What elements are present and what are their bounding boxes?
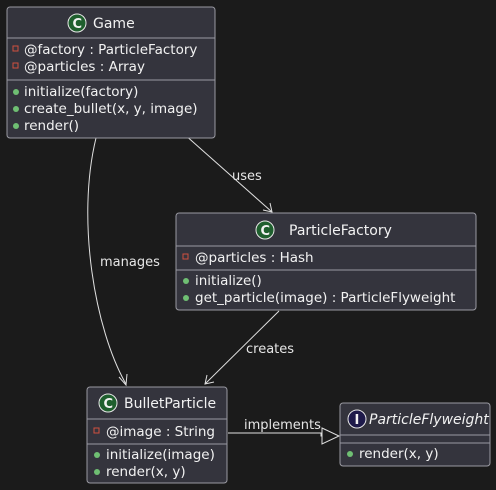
interface-particle-flyweight[interactable]: I ParticleFlyweight render(x, y) bbox=[339, 402, 491, 467]
method: render() bbox=[24, 118, 79, 134]
class-name: BulletParticle bbox=[124, 396, 216, 412]
field: @factory : ParticleFactory bbox=[24, 42, 197, 58]
public-marker-icon bbox=[183, 295, 189, 301]
public-marker-icon bbox=[347, 451, 353, 457]
public-marker-icon bbox=[94, 469, 100, 475]
class-stereotype-icon bbox=[67, 13, 87, 33]
class-name: ParticleFactory bbox=[289, 223, 392, 239]
class-particle-factory[interactable]: C ParticleFactory @particles : Hash init… bbox=[175, 212, 477, 311]
field: @particles : Array bbox=[24, 59, 145, 75]
stereotype-letter: C bbox=[104, 397, 114, 412]
public-marker-icon bbox=[183, 278, 189, 284]
class-box bbox=[175, 212, 477, 311]
stereotype-letter: C bbox=[261, 224, 271, 239]
class-stereotype-icon bbox=[98, 393, 118, 413]
public-marker-icon bbox=[13, 123, 19, 129]
relation-uses: uses bbox=[183, 133, 273, 213]
public-marker-icon bbox=[13, 106, 19, 112]
private-marker-icon bbox=[12, 45, 19, 52]
relation-label-implements: implements bbox=[244, 418, 321, 433]
class-name: Game bbox=[93, 16, 135, 32]
field: @particles : Hash bbox=[195, 250, 314, 266]
class-bullet-particle[interactable]: C BulletParticle @image : String initial… bbox=[86, 386, 228, 484]
class-stereotype-icon bbox=[255, 220, 275, 240]
relation-implements: implements bbox=[228, 418, 341, 445]
method: initialize(factory) bbox=[24, 84, 138, 100]
public-marker-icon bbox=[13, 89, 19, 95]
public-marker-icon bbox=[94, 452, 100, 458]
relation-label-creates: creates bbox=[246, 342, 294, 357]
private-marker-icon bbox=[182, 253, 189, 260]
class-game[interactable]: C Game @factory : ParticleFactory @parti… bbox=[6, 6, 216, 139]
method: render(x, y) bbox=[106, 464, 186, 480]
relations: uses manages creates implements bbox=[87, 133, 341, 445]
private-marker-icon bbox=[93, 427, 100, 434]
private-marker-icon bbox=[12, 62, 19, 69]
interface-stereotype-icon bbox=[347, 409, 367, 429]
relation-label-manages: manages bbox=[100, 255, 160, 270]
relation-label-uses: uses bbox=[232, 169, 262, 184]
stereotype-letter: I bbox=[355, 413, 360, 428]
class-name: ParticleFlyweight bbox=[369, 412, 489, 428]
method: initialize(image) bbox=[106, 447, 215, 463]
stereotype-letter: C bbox=[73, 17, 83, 32]
method: create_bullet(x, y, image) bbox=[24, 101, 198, 117]
method: render(x, y) bbox=[359, 446, 439, 462]
relation-manages: manages bbox=[87, 137, 160, 387]
field: @image : String bbox=[106, 424, 215, 440]
class-box bbox=[6, 6, 216, 139]
relation-creates: creates bbox=[204, 310, 294, 385]
class-box bbox=[86, 386, 228, 484]
method: get_particle(image) : ParticleFlyweight bbox=[195, 290, 455, 306]
method: initialize() bbox=[195, 273, 262, 289]
